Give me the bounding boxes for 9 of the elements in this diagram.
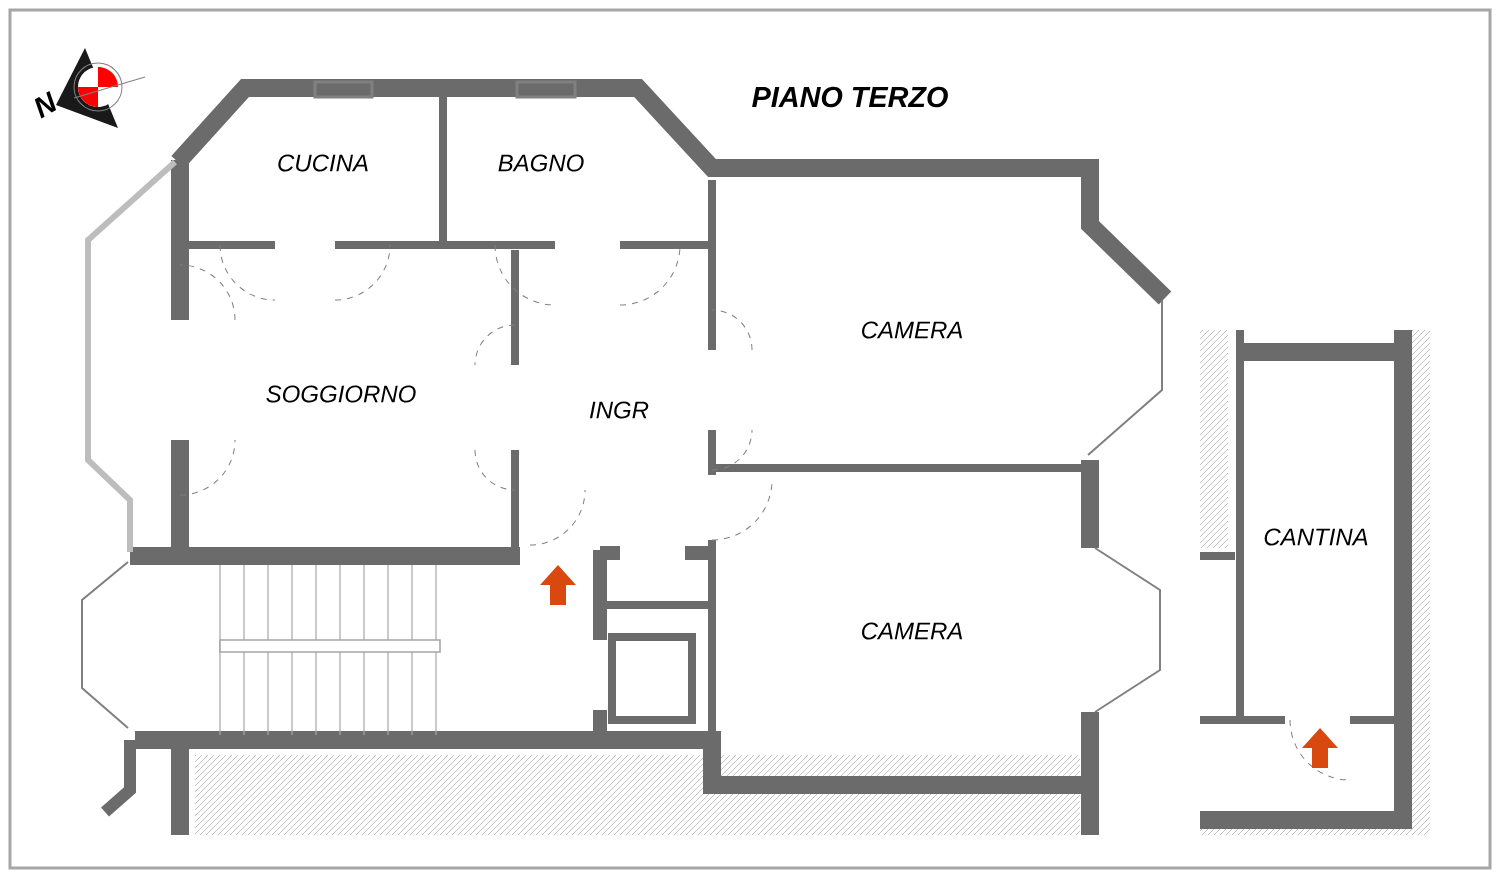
room-label: INGR [589,401,649,419]
room-label: CUCINA [278,154,368,172]
compass-letter: N [34,91,57,119]
room-label: BAGNO [498,154,584,172]
room-label: SOGGIORNO [266,385,416,403]
room-label: CAMERA [862,321,963,339]
room-label: CAMERA [862,622,963,640]
room-label: CANTINA [1264,528,1368,546]
title: PIANO TERZO [752,86,948,108]
